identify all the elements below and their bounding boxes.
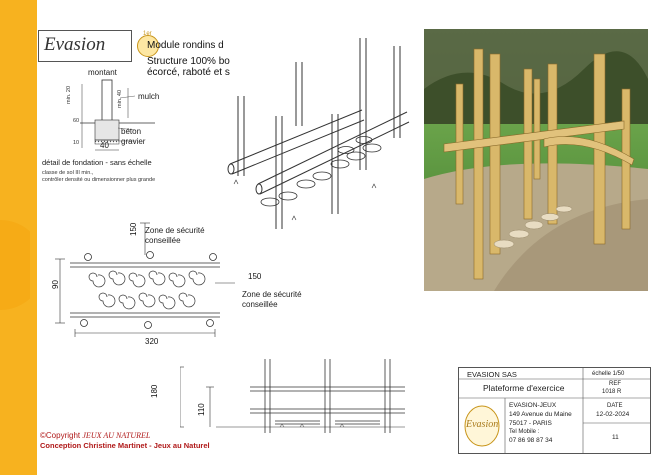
elevation-dim-180: 180 [150, 384, 159, 398]
tb-ref-label: REF [609, 381, 621, 387]
dim-60: 60 [73, 118, 80, 124]
tb-addr-city: 75017 - PARIS [509, 420, 552, 427]
label-gravier: gravier [121, 137, 146, 146]
iso-grass-tufts [233, 179, 377, 221]
copyright-line: ©Copyright JEUX AU NATUREL [40, 431, 150, 440]
dim-40-bottom: 40 [100, 141, 109, 150]
elevation-view-drawing [180, 359, 405, 433]
tb-scale: échelle 1/50 [592, 371, 625, 377]
tb-addr-street: 149 Avenue du Maine [509, 411, 572, 418]
iso-posts [237, 38, 401, 229]
zone-right-line-1: Zone de sécurité [242, 290, 302, 299]
zone-top-line-2: conseillée [145, 236, 181, 245]
dim-min-20: min. 20 [66, 85, 72, 104]
plan-dim-150-vertical: 150 [129, 222, 138, 236]
dim-10: 10 [73, 140, 80, 146]
title-block: EVASION SAS échelle 1/50 Plateforme d'ex… [458, 367, 651, 454]
copyright-brand: JEUX AU NATUREL [82, 431, 151, 440]
evasion-logo: Evasion 1er [38, 30, 159, 62]
logo-badge: 1er [143, 31, 152, 37]
plan-dim-320: 320 [145, 337, 159, 346]
tb-product: Plateforme d'exercice [483, 383, 565, 393]
conception-credit: Conception Christine Martinet - Jeux au … [40, 441, 210, 450]
zone-top-line-1: Zone de sécurité [145, 226, 205, 235]
iso-stepping-discs [260, 136, 382, 207]
tb-logo-text: Evasion [466, 419, 499, 430]
tb-addr-name: EVASION-JEUX [509, 402, 557, 409]
zone-right-line-2: conseillée [242, 300, 278, 309]
logo-brand-text: Evasion [44, 34, 106, 55]
label-beton: béton [121, 127, 142, 136]
plan-view-drawing [55, 222, 235, 337]
title-block-grid [459, 368, 650, 453]
label-mulch: mulch [138, 92, 160, 101]
tb-ref-value: 1018 R [602, 389, 622, 395]
title-line-1: Module rondins d [147, 40, 224, 51]
title-line-3: écorcé, raboté et s [147, 67, 230, 78]
tb-date-value: 12-02-2024 [596, 411, 630, 418]
tb-addr-tel: 07 86 98 87 34 [509, 437, 553, 444]
isometric-structure-sketch [227, 38, 410, 229]
product-photo [424, 29, 648, 291]
title-line-2: Structure 100% bo [147, 56, 230, 67]
smiley-sun-icon [137, 35, 159, 57]
band-circle-decoration [0, 220, 30, 310]
photo-scene [424, 29, 648, 291]
label-montant: montant [88, 68, 117, 77]
foundation-note-2: contrôler densité ou dimensionner plus g… [42, 177, 156, 183]
foundation-detail-drawing [80, 79, 155, 151]
tb-addr-tel-label: Tel Mobile : [509, 429, 540, 435]
tb-page-number: 11 [612, 434, 619, 441]
tb-company: EVASION SAS [467, 370, 517, 379]
plan-dim-90: 90 [51, 280, 60, 289]
tb-logo-oval: Evasion [464, 404, 500, 448]
foundation-caption: détail de fondation - sans échelle [42, 158, 152, 167]
elevation-dim-110: 110 [197, 403, 206, 416]
plan-dim-150-horizontal: 150 [248, 272, 262, 281]
tb-date-label: DATE [607, 403, 623, 409]
dim-min-40: min. 40 [117, 89, 123, 108]
copyright-prefix: ©Copyright [40, 431, 81, 440]
iso-logs [227, 109, 410, 195]
foundation-note-1: classe de sol III min., [42, 170, 94, 176]
